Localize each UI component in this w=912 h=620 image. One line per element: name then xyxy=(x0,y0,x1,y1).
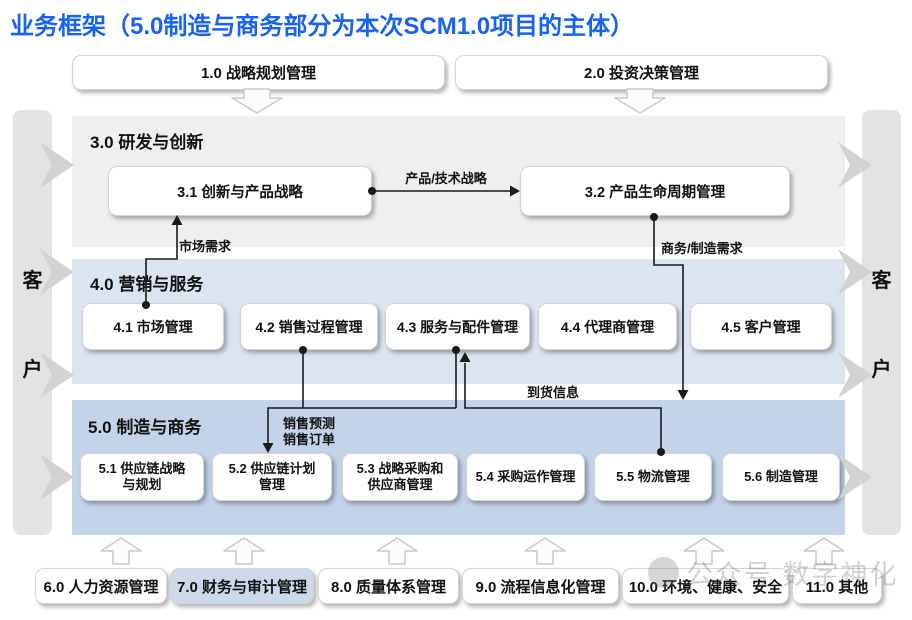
customer-char: 户 xyxy=(22,358,43,381)
box-label: 1.0 战略规划管理 xyxy=(200,65,317,82)
label-arrival-info: 到货信息 xyxy=(527,385,580,400)
box-label: 4.2 销售过程管理 xyxy=(255,318,363,335)
watermark-text: 公众号 数字神化 xyxy=(686,560,899,590)
customer-char: 客 xyxy=(22,269,43,292)
box-label-line1: 5.6 制造管理 xyxy=(744,469,818,484)
box-label: 4.1 市场管理 xyxy=(113,318,193,335)
down-block-arrow xyxy=(231,88,283,114)
page-title: 业务框架（5.0制造与商务部分为本次SCM1.0项目的主体） xyxy=(10,13,635,40)
box-label: 11.0 其他 xyxy=(805,578,869,596)
section-3-heading: 3.0 研发与创新 xyxy=(90,133,204,152)
right-customer-bar: 客 户 xyxy=(862,110,901,535)
box-label: 6.0 人力资源管理 xyxy=(43,578,159,596)
box-label: 9.0 流程信息化管理 xyxy=(475,578,606,596)
label-sales-order: 销售订单 xyxy=(283,432,336,447)
box-1-0-strategic-planning: 1.0 战略规划管理 xyxy=(72,55,445,90)
box-5-6-manufacturing-mgmt: 5.6 制造管理 xyxy=(722,453,840,501)
box-label: 4.4 代理商管理 xyxy=(560,318,655,335)
box-3-1-innovation-product-strategy: 3.1 创新与产品战略 xyxy=(108,166,372,216)
box-5-1-supply-chain-strategy: 5.1 供应链战略 与规划 xyxy=(80,453,204,501)
box-label-line1: 5.5 物流管理 xyxy=(616,469,690,484)
box-label-line2: 管理 xyxy=(258,477,285,492)
box-label-line1: 5.3 战略采购和 xyxy=(356,461,444,476)
box-label: 10.0 环境、健康、安全 xyxy=(628,578,783,596)
label-product-tech-strategy: 产品/技术战略 xyxy=(405,171,487,186)
box-9-0-process-informatization: 9.0 流程信息化管理 xyxy=(462,568,619,604)
box-2-0-investment-decision: 2.0 投资决策管理 xyxy=(455,55,828,90)
box-5-3-strategic-sourcing-supplier: 5.3 战略采购和 供应商管理 xyxy=(342,453,458,501)
box-4-5-customer-mgmt: 4.5 客户管理 xyxy=(690,303,832,350)
label-biz-mfg-demand: 商务/制造需求 xyxy=(661,241,743,256)
up-block-arrow xyxy=(100,537,142,565)
box-4-3-service-parts-mgmt: 4.3 服务与配件管理 xyxy=(385,303,530,350)
box-8-0-quality-system-mgmt: 8.0 质量体系管理 xyxy=(318,568,459,604)
box-4-1-market-mgmt: 4.1 市场管理 xyxy=(82,303,224,350)
customer-char: 客 xyxy=(871,269,892,292)
box-label: 4.5 客户管理 xyxy=(721,318,801,335)
box-4-2-sales-process-mgmt: 4.2 销售过程管理 xyxy=(240,303,378,350)
customer-char: 户 xyxy=(871,358,892,381)
box-5-2-supply-chain-planning: 5.2 供应链计划 管理 xyxy=(212,453,332,501)
wechat-logo-icon xyxy=(648,557,679,588)
up-block-arrow xyxy=(524,537,566,565)
box-label: 7.0 财务与审计管理 xyxy=(176,578,308,596)
left-customer-bar: 客 户 xyxy=(13,110,52,535)
up-block-arrow xyxy=(376,537,418,565)
box-label: 4.3 服务与配件管理 xyxy=(396,318,519,335)
box-label: 8.0 质量体系管理 xyxy=(330,578,447,596)
down-block-arrow xyxy=(614,88,666,114)
box-label-line1: 5.4 采购运作管理 xyxy=(475,469,576,484)
box-label-line1: 5.1 供应链战略 xyxy=(98,461,186,476)
box-label-line2: 供应商管理 xyxy=(367,477,433,492)
box-5-5-logistics-mgmt: 5.5 物流管理 xyxy=(594,453,712,501)
box-10-0-ehs: 10.0 环境、健康、安全 xyxy=(622,568,789,604)
box-label-line1: 5.2 供应链计划 xyxy=(228,461,316,476)
box-11-0-other: 11.0 其他 xyxy=(792,568,882,604)
box-6-0-hr-mgmt: 6.0 人力资源管理 xyxy=(35,568,167,604)
section-4-heading: 4.0 营销与服务 xyxy=(90,275,204,294)
up-block-arrow xyxy=(223,537,265,565)
box-label: 2.0 投资决策管理 xyxy=(583,65,700,82)
section-5-heading: 5.0 制造与商务 xyxy=(88,418,202,437)
watermark: 公众号 数字神化 xyxy=(648,553,899,592)
box-4-4-dealer-mgmt: 4.4 代理商管理 xyxy=(538,303,677,350)
label-market-demand: 市场需求 xyxy=(179,239,232,254)
box-label: 3.2 产品生命周期管理 xyxy=(584,184,726,201)
box-5-4-procurement-operations: 5.4 采购运作管理 xyxy=(466,453,585,501)
box-3-2-product-lifecycle: 3.2 产品生命周期管理 xyxy=(520,166,790,216)
box-label-line2: 与规划 xyxy=(122,477,162,492)
box-7-0-finance-audit-mgmt: 7.0 财务与审计管理 xyxy=(170,568,314,604)
label-sales-forecast: 销售预测 xyxy=(283,416,336,431)
box-label: 3.1 创新与产品战略 xyxy=(177,184,303,201)
